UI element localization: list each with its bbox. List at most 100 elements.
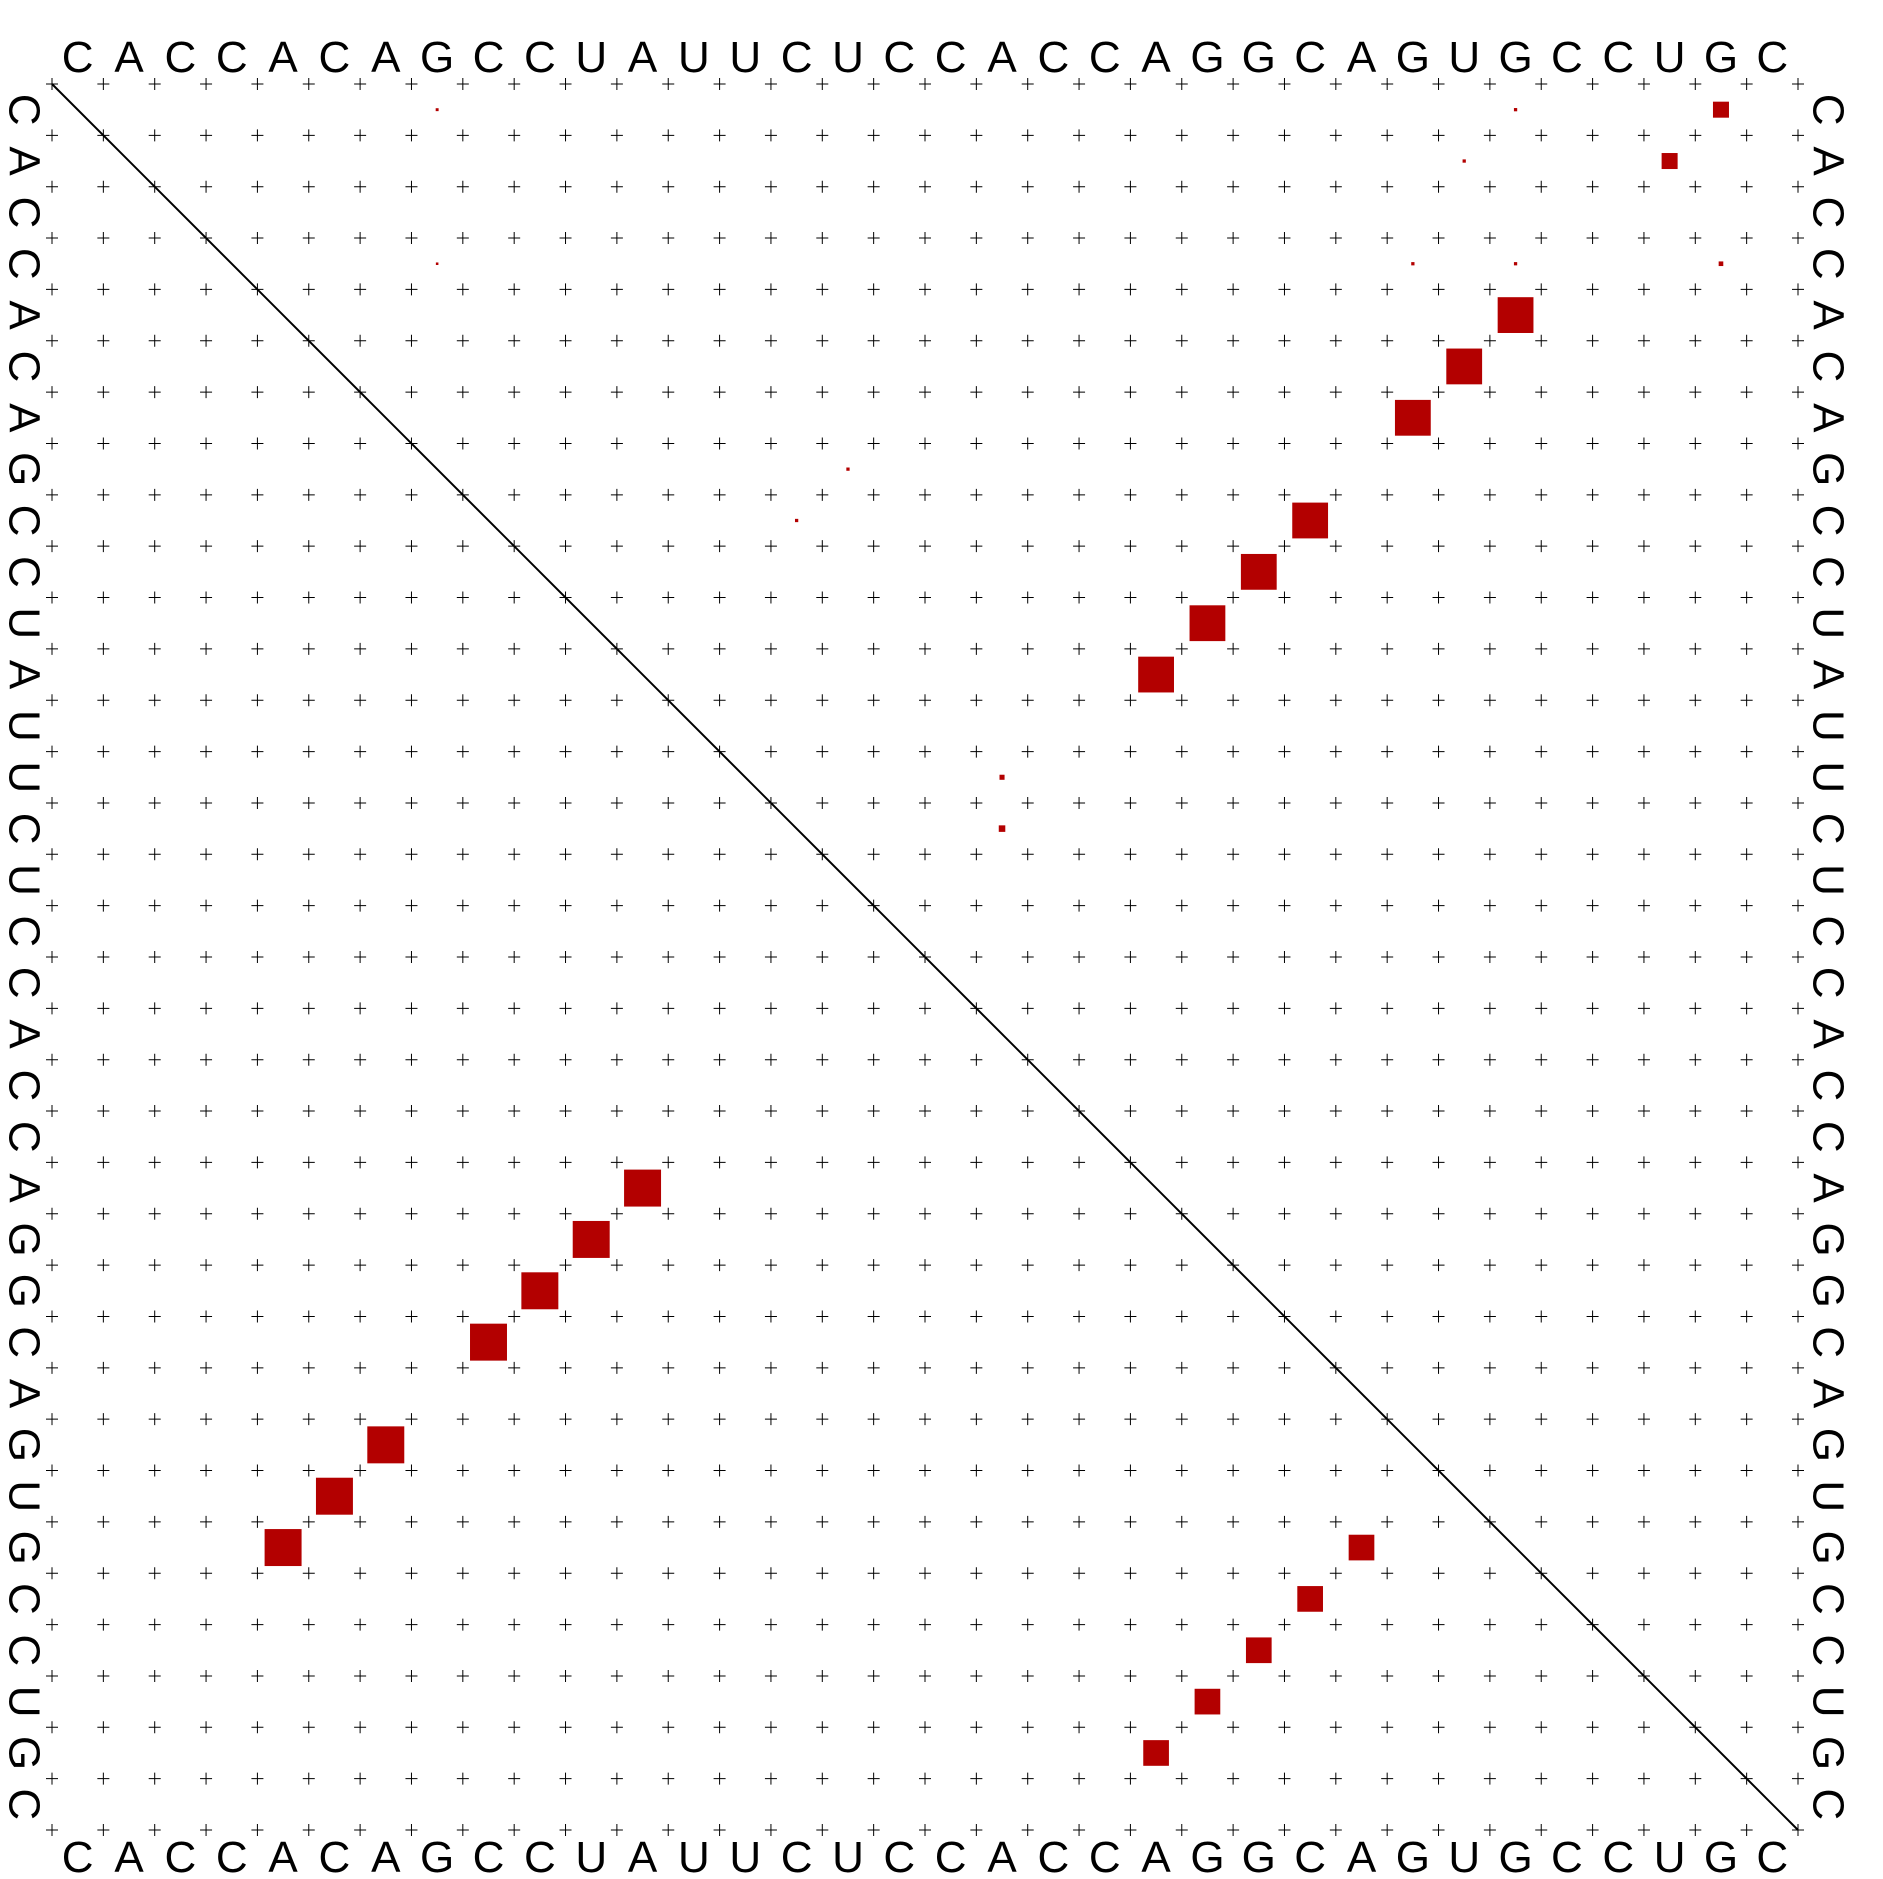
grid-cross bbox=[405, 951, 418, 963]
grid-cross bbox=[662, 437, 675, 450]
grid-cross bbox=[1175, 1105, 1188, 1118]
grid-cross bbox=[970, 180, 983, 193]
grid-cross bbox=[1175, 386, 1188, 399]
sequence-letter-right: C bbox=[1804, 94, 1853, 126]
grid-cross bbox=[1021, 488, 1034, 501]
sequence-letter-right: G bbox=[1804, 1428, 1853, 1462]
grid-cross bbox=[764, 1413, 777, 1426]
grid-cross bbox=[1073, 1618, 1086, 1631]
pair-probability-square bbox=[1661, 153, 1678, 170]
grid-cross bbox=[1124, 1618, 1137, 1631]
pair-probability-square bbox=[846, 467, 850, 471]
grid-cross bbox=[713, 1156, 726, 1169]
grid-cross bbox=[970, 1105, 983, 1118]
grid-cross bbox=[1535, 437, 1548, 450]
grid-cross bbox=[970, 848, 983, 861]
grid-cross bbox=[1227, 1772, 1240, 1785]
grid-cross bbox=[610, 1464, 623, 1477]
grid-cross bbox=[97, 1105, 110, 1118]
grid-cross bbox=[764, 1361, 777, 1374]
grid-cross bbox=[354, 642, 367, 655]
grid-cross bbox=[867, 1515, 880, 1528]
grid-cross bbox=[559, 386, 572, 399]
grid-cross bbox=[354, 951, 367, 963]
grid-cross bbox=[1740, 591, 1753, 604]
sequence-letter-right: C bbox=[1804, 196, 1853, 228]
sequence-letter-left: C bbox=[0, 1326, 49, 1358]
grid-cross bbox=[1483, 1824, 1496, 1836]
grid-cross bbox=[148, 1464, 161, 1477]
grid-cross bbox=[1073, 951, 1086, 963]
grid-cross bbox=[46, 1053, 58, 1066]
grid-cross bbox=[1073, 899, 1086, 912]
sequence-letter-top: U bbox=[575, 33, 607, 82]
grid-cross bbox=[456, 1824, 469, 1836]
pair-probability-square bbox=[1292, 502, 1329, 539]
grid-cross bbox=[1175, 1053, 1188, 1066]
grid-cross bbox=[662, 745, 675, 758]
grid-cross bbox=[764, 1567, 777, 1580]
grid-cross bbox=[251, 642, 264, 655]
sequence-letter-left: G bbox=[0, 452, 49, 486]
grid-cross bbox=[97, 1772, 110, 1785]
grid-cross bbox=[1329, 1105, 1342, 1118]
grid-cross bbox=[508, 232, 521, 245]
grid-cross bbox=[764, 1515, 777, 1528]
grid-cross bbox=[200, 283, 213, 296]
grid-cross bbox=[148, 1413, 161, 1426]
grid-cross bbox=[508, 1772, 521, 1785]
grid-cross bbox=[1278, 488, 1291, 501]
grid-cross bbox=[1073, 1413, 1086, 1426]
grid-cross bbox=[148, 1669, 161, 1682]
grid-cross bbox=[148, 796, 161, 809]
grid-cross bbox=[508, 1002, 521, 1015]
grid-cross bbox=[1073, 694, 1086, 707]
grid-cross bbox=[1329, 1618, 1342, 1631]
grid-cross bbox=[1381, 1156, 1394, 1169]
grid-cross bbox=[1175, 1310, 1188, 1323]
grid-cross bbox=[610, 951, 623, 963]
sequence-letter-top: C bbox=[319, 33, 351, 82]
grid-cross bbox=[1637, 1053, 1650, 1066]
grid-cross bbox=[764, 540, 777, 553]
sequence-letter-top: C bbox=[62, 33, 94, 82]
sequence-letter-bottom: G bbox=[420, 1833, 454, 1879]
sequence-letter-left: C bbox=[0, 505, 49, 537]
grid-cross bbox=[1073, 129, 1086, 142]
sequence-letter-bottom: G bbox=[1704, 1833, 1738, 1879]
grid-cross bbox=[1483, 591, 1496, 604]
grid-cross bbox=[148, 1156, 161, 1169]
mfe-pair-square bbox=[1194, 1688, 1221, 1715]
grid-cross bbox=[1227, 437, 1240, 450]
grid-cross bbox=[1278, 180, 1291, 193]
grid-cross bbox=[1432, 1361, 1445, 1374]
grid-cross bbox=[200, 1105, 213, 1118]
grid-cross bbox=[1329, 848, 1342, 861]
grid-cross bbox=[251, 1310, 264, 1323]
grid-cross bbox=[1381, 540, 1394, 553]
grid-cross bbox=[867, 1824, 880, 1836]
grid-cross bbox=[148, 1567, 161, 1580]
grid-cross bbox=[97, 488, 110, 501]
grid-cross bbox=[1329, 591, 1342, 604]
grid-cross bbox=[1227, 745, 1240, 758]
grid-cross bbox=[302, 796, 315, 809]
grid-cross bbox=[1792, 488, 1804, 501]
grid-cross bbox=[1792, 232, 1804, 245]
grid-cross bbox=[1637, 1824, 1650, 1836]
grid-cross bbox=[1278, 540, 1291, 553]
grid-cross bbox=[713, 848, 726, 861]
grid-cross bbox=[662, 1669, 675, 1682]
grid-cross bbox=[1329, 1567, 1342, 1580]
sequence-letter-right: A bbox=[1804, 1379, 1853, 1409]
grid-cross bbox=[148, 488, 161, 501]
grid-cross bbox=[970, 1824, 983, 1836]
grid-cross bbox=[1689, 1053, 1702, 1066]
grid-cross bbox=[46, 1361, 58, 1374]
grid-cross bbox=[1278, 437, 1291, 450]
sequence-letter-bottom: A bbox=[114, 1833, 144, 1879]
grid-cross bbox=[559, 1618, 572, 1631]
grid-cross bbox=[1637, 540, 1650, 553]
grid-cross bbox=[662, 1824, 675, 1836]
grid-cross bbox=[1329, 1669, 1342, 1682]
